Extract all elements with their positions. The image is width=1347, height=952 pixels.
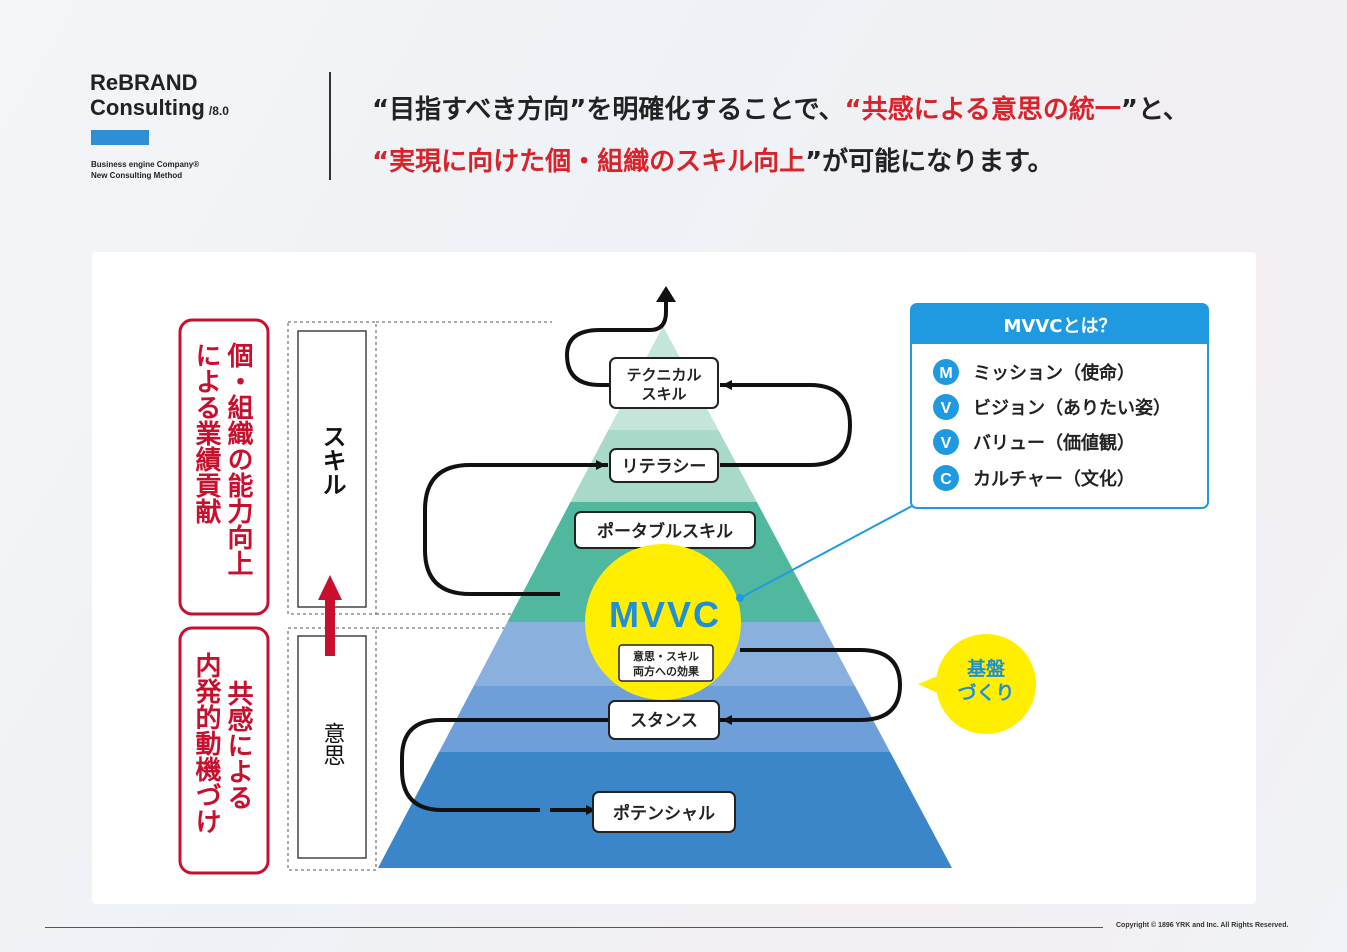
mvvc-definition-header xyxy=(911,304,1208,344)
will-column-box xyxy=(297,635,367,859)
mvvc-item-mission: M ミッション（使命） xyxy=(933,359,1135,385)
foundation-bubble-line2: づくり xyxy=(957,682,1014,704)
growth-arrow-shaft xyxy=(325,598,335,656)
mvvc-badge-icon xyxy=(933,465,959,491)
mvvc-badge-icon xyxy=(933,359,959,385)
headline-text-1: “目指すべき方向”を明確化することで、 xyxy=(372,95,845,125)
brand-logo-text: ReBRAND Consulting/8.0 xyxy=(90,70,229,124)
mvvc-center-caption-2: 両方への効果 xyxy=(633,664,699,678)
skill-column-label: スキル xyxy=(318,424,346,496)
skill-column-box xyxy=(297,330,367,608)
mvvc-item-text: ビジョン（ありたい姿） xyxy=(973,397,1171,419)
mvvc-connector-dot xyxy=(736,594,744,602)
mvvc-badge-letter: V xyxy=(941,400,952,417)
mvvc-definition-title: MVVCとは？ xyxy=(1004,316,1117,337)
tier-potential xyxy=(592,791,736,833)
brand-version: /8.0 xyxy=(208,104,229,118)
will-effect-frame xyxy=(178,626,270,875)
headline-text-3: ”が可能になります。 xyxy=(805,147,1054,177)
brand-title-line2: Consulting xyxy=(90,95,205,120)
flow-arrow-top-icon xyxy=(656,286,676,302)
mvvc-center-caption-1: 意思・スキル xyxy=(633,649,699,663)
brand-title-line1: ReBRAND xyxy=(90,70,198,95)
mvvc-badge-letter: C xyxy=(940,471,952,488)
brand-accent-bar xyxy=(91,130,149,145)
headline-line2: “実現に向けた個・組織のスキル向上”が可能になります。 xyxy=(372,136,1189,188)
foundation-bubble xyxy=(936,634,1036,734)
mvvc-connector-line xyxy=(741,505,913,598)
headline-emphasis-2: “実現に向けた個・組織のスキル向上 xyxy=(372,147,806,177)
mvvc-item-text: ミッション（使命） xyxy=(973,362,1135,384)
tier-literacy-label: リテラシー xyxy=(622,457,707,477)
mvvc-item-culture: C カルチャー（文化） xyxy=(933,465,1135,491)
headline-emphasis-1: “共感による意思の統一 xyxy=(844,95,1121,125)
tier-technical-label-1: テクニカル xyxy=(626,366,701,384)
mvvc-item-value: V バリュー（価値観） xyxy=(933,429,1135,455)
mvvc-item-text: バリュー（価値観） xyxy=(973,432,1135,454)
mvvc-badge-icon xyxy=(933,429,959,455)
skill-effect-line2: による業績貢献 xyxy=(191,342,221,525)
mvvc-item-vision: V ビジョン（ありたい姿） xyxy=(933,394,1171,420)
tier-stance xyxy=(608,700,720,740)
skill-zone-dashed xyxy=(287,321,377,615)
will-column-label: 意思 xyxy=(320,722,345,766)
header-divider xyxy=(329,72,331,180)
copyright-text: Copyright © 1896 YRK and Inc. All Rights… xyxy=(1116,922,1289,929)
foundation-bubble-line1: 基盤 xyxy=(966,657,1006,680)
tier-technical-skill xyxy=(609,357,719,409)
tier-technical-label-2: スキル xyxy=(641,385,686,403)
mvvc-item-text: カルチャー（文化） xyxy=(973,468,1135,490)
mvvc-badge-icon xyxy=(933,394,959,420)
foundation-bubble-tail xyxy=(918,676,940,694)
tier-potential-label: ポテンシャル xyxy=(613,803,715,824)
skill-effect-frame xyxy=(178,318,270,616)
headline-text-2: ”と、 xyxy=(1120,95,1189,125)
will-effect-line2: 内発的動機づけ xyxy=(191,652,222,834)
brand-tagline-line1: Business engine Company® xyxy=(91,160,200,169)
tier-literacy xyxy=(609,448,719,483)
brand-tagline-line2: New Consulting Method xyxy=(91,171,183,180)
tier-stance-label: スタンス xyxy=(630,711,698,731)
mvvc-center-title: MVVC xyxy=(609,594,721,635)
mvvc-badge-letter: M xyxy=(939,365,952,382)
page-headline: “目指すべき方向”を明確化することで、“共感による意思の統一”と、 “実現に向け… xyxy=(372,84,1189,188)
footer-divider xyxy=(45,927,1103,928)
will-effect-line1: 共感による xyxy=(223,680,253,810)
skill-effect-line1: 個・組織の能力向上 xyxy=(223,342,254,576)
brand-tagline: Business engine Company® New Consulting … xyxy=(91,159,199,181)
mvvc-center-caption-box xyxy=(618,644,714,682)
tier-portable-label: ポータブルスキル xyxy=(597,521,733,542)
mvvc-badge-letter: V xyxy=(941,435,952,452)
headline-line1: “目指すべき方向”を明確化することで、“共感による意思の統一”と、 xyxy=(372,84,1189,136)
growth-arrow-icon xyxy=(318,575,342,600)
